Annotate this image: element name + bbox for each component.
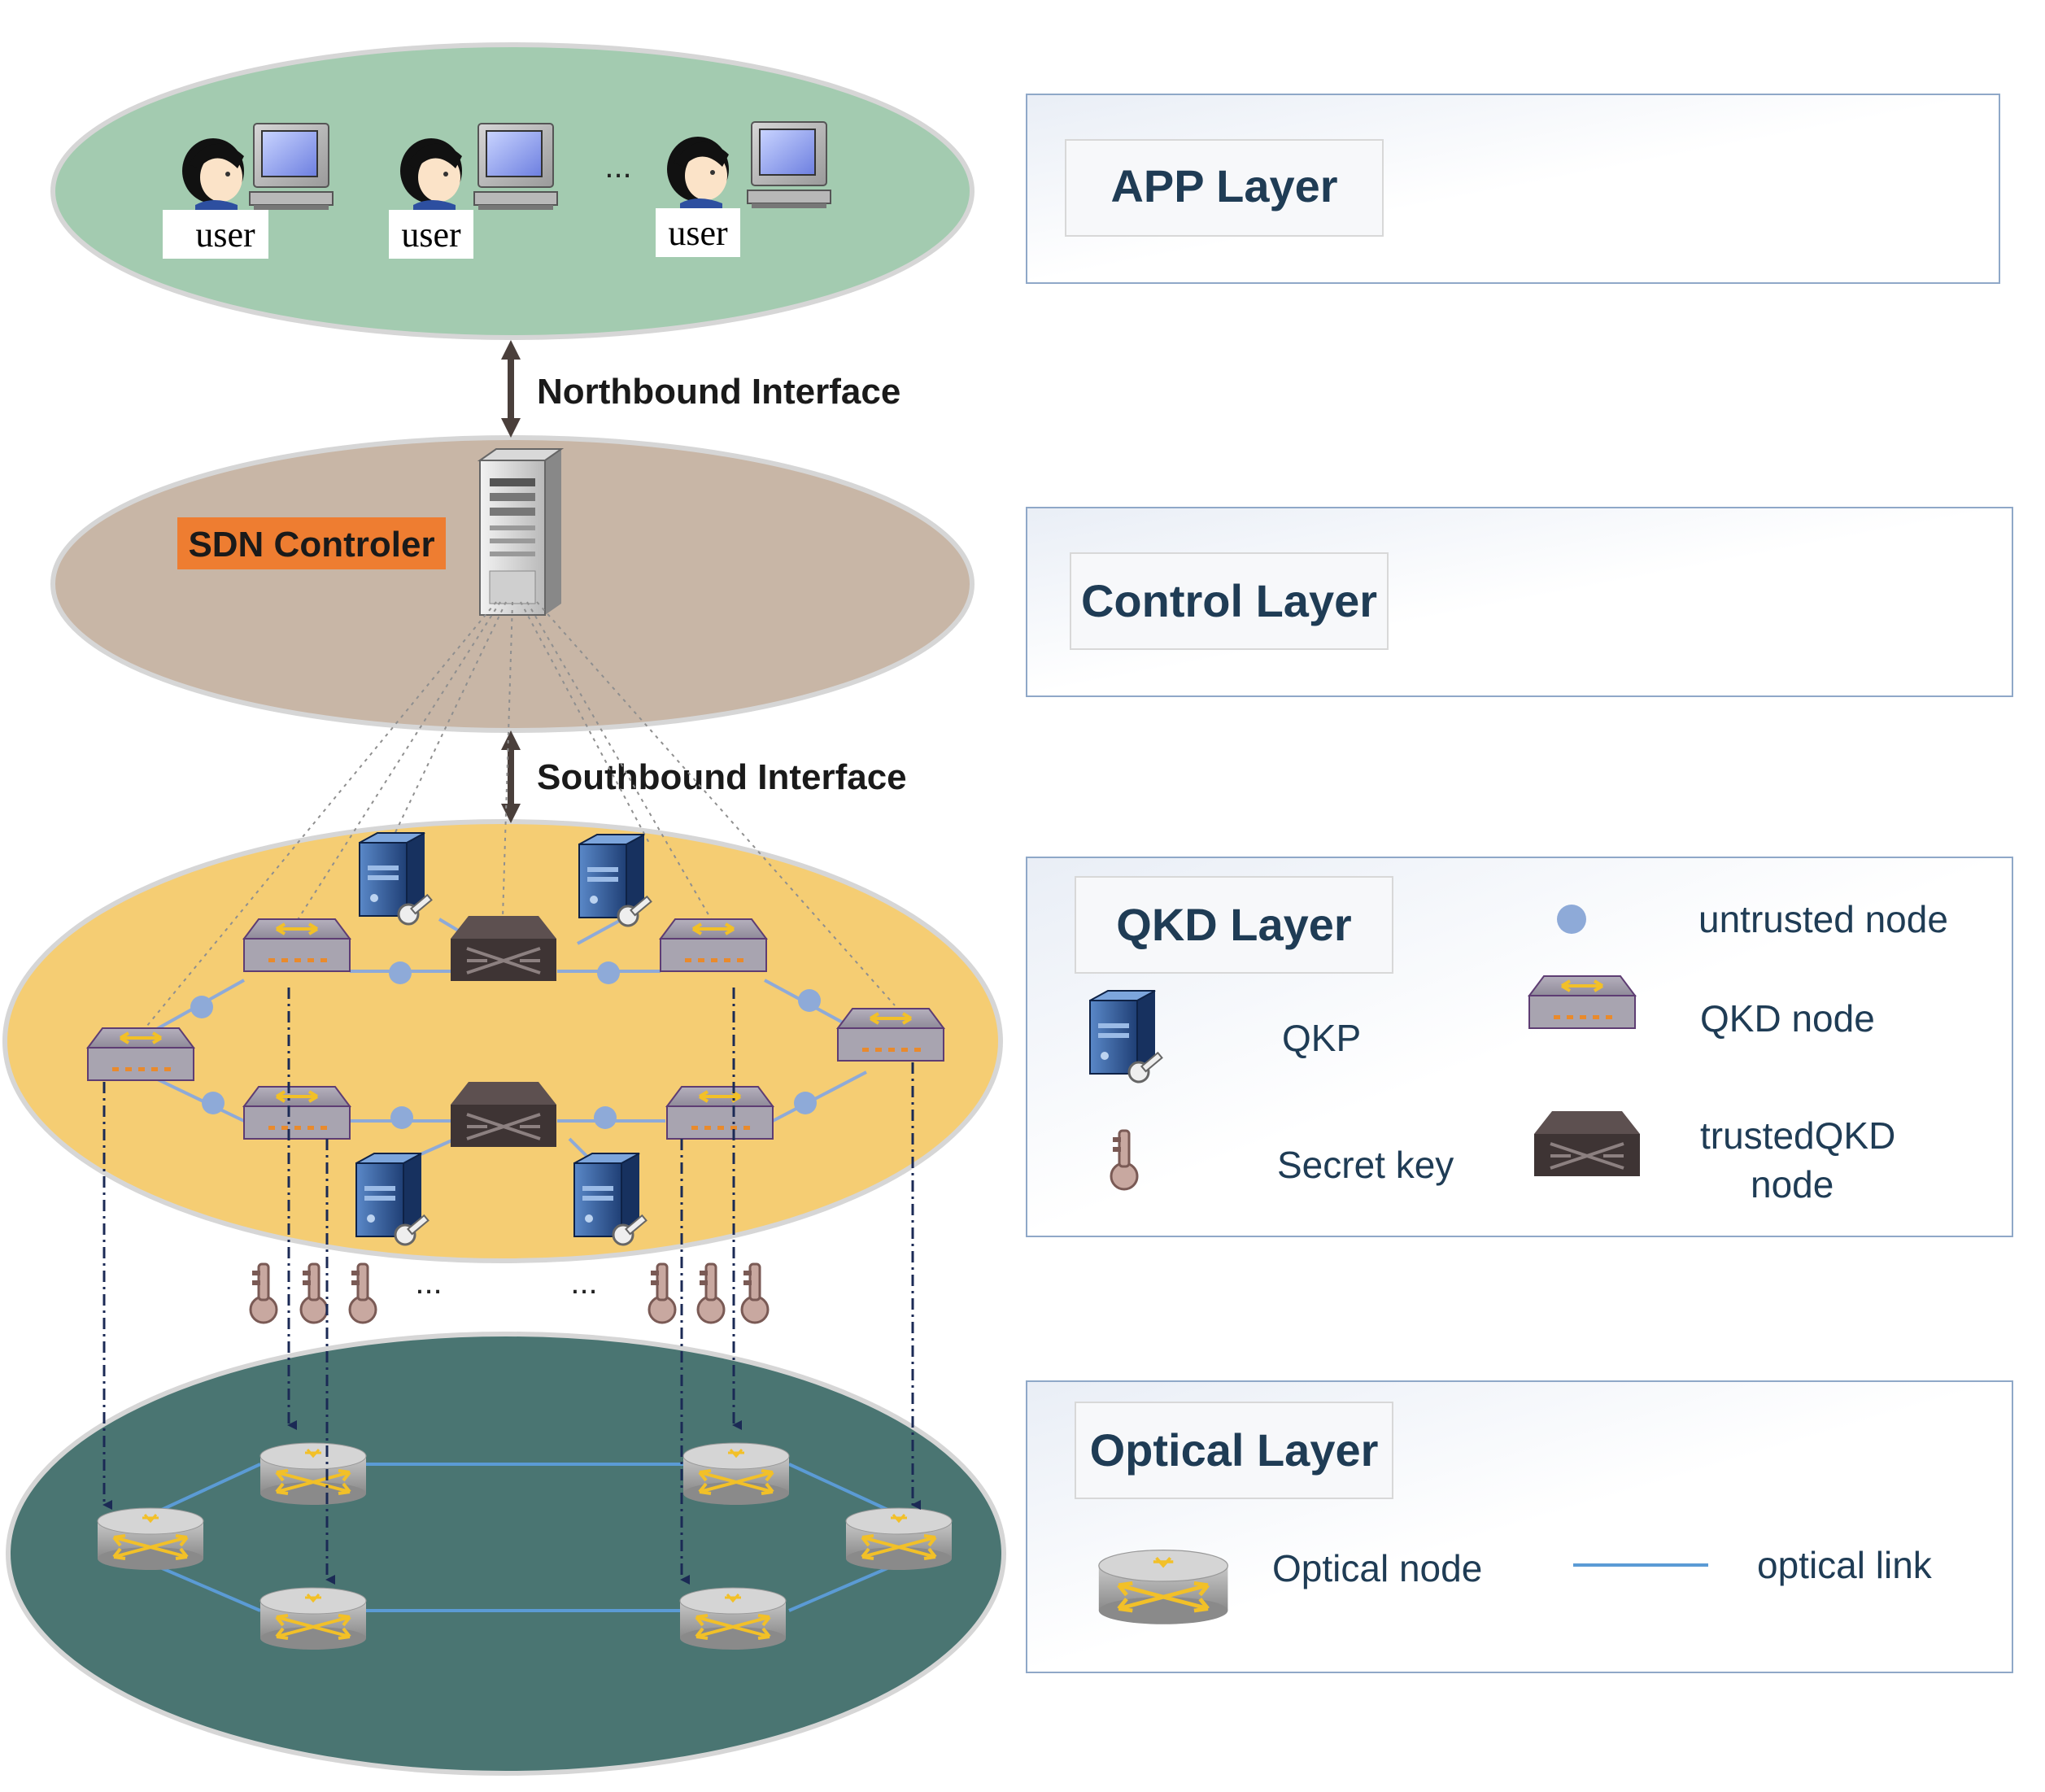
untrusted-node bbox=[798, 989, 821, 1012]
legend-untrusted-node-icon bbox=[1557, 905, 1586, 934]
computer-icon bbox=[473, 123, 558, 211]
optical-node-icon bbox=[259, 1441, 368, 1506]
untrusted-node bbox=[390, 1106, 413, 1129]
legend-trusted-qkd-icon bbox=[1533, 1110, 1642, 1178]
trusted-qkd-node-icon bbox=[449, 1080, 558, 1149]
user-label: user bbox=[668, 213, 728, 253]
legend-optical-node-icon bbox=[1099, 1550, 1228, 1624]
optical-node-icon bbox=[682, 1441, 791, 1506]
untrusted-node bbox=[597, 961, 620, 984]
legend-qkd-node-icon bbox=[1528, 974, 1637, 1030]
qkd-node-icon bbox=[836, 1007, 945, 1062]
optical-node-icon bbox=[678, 1586, 787, 1651]
sdn-controller-badge bbox=[177, 517, 446, 569]
user-group-3: user bbox=[656, 121, 831, 257]
app-layer-title-box bbox=[1065, 139, 1384, 237]
secret-key-icon bbox=[299, 1262, 329, 1324]
mapping-arrows bbox=[102, 988, 921, 1585]
keys-ellipsis-left: ... bbox=[415, 1265, 442, 1301]
qkd-node-icon bbox=[242, 1085, 351, 1140]
untrusted-node bbox=[794, 1092, 817, 1114]
server-tower-icon bbox=[477, 448, 565, 616]
computer-icon bbox=[747, 121, 831, 209]
user-label: user bbox=[401, 215, 461, 255]
northbound-label: Northbound Interface bbox=[537, 372, 900, 412]
secret-key-icon bbox=[348, 1262, 377, 1324]
untrusted-node bbox=[190, 996, 213, 1018]
user-group-2: user bbox=[389, 123, 558, 259]
untrusted-node bbox=[594, 1106, 617, 1129]
secret-key-icon bbox=[648, 1262, 677, 1324]
legend-qkd-node-label: QKD node bbox=[1700, 997, 1875, 1040]
control-layer-title: Control Layer bbox=[1081, 575, 1377, 626]
qkd-layer-title-box bbox=[1075, 876, 1393, 974]
user-label: user bbox=[195, 215, 255, 255]
untrusted-node bbox=[389, 961, 412, 984]
keys-ellipsis-right: ... bbox=[570, 1265, 597, 1301]
legend-optical-node-label: Optical node bbox=[1272, 1547, 1482, 1589]
legend-secret-key-label: Secret key bbox=[1277, 1144, 1454, 1186]
users-ellipsis: ... bbox=[604, 149, 631, 185]
user-group-1: user bbox=[163, 123, 334, 259]
untrusted-nodes bbox=[190, 961, 821, 1129]
trusted-qkd-node-icon bbox=[449, 914, 558, 983]
southbound-label: Southbound Interface bbox=[537, 757, 907, 797]
optical-node-icon bbox=[844, 1506, 953, 1572]
qkd-node-icon bbox=[86, 1027, 195, 1082]
legend-qkp-label: QKP bbox=[1282, 1017, 1361, 1059]
optical-node-icon bbox=[259, 1586, 368, 1651]
secret-key-icon bbox=[740, 1262, 770, 1324]
secret-key-icon bbox=[249, 1262, 278, 1324]
untrusted-node bbox=[202, 1092, 225, 1114]
optical-links bbox=[154, 1463, 896, 1612]
legend-trusted-qkd-label-line2: node bbox=[1751, 1163, 1834, 1206]
optical-node-icon bbox=[96, 1506, 205, 1572]
optical-layer-title-box bbox=[1075, 1402, 1393, 1499]
sdn-controller-label: SDN Controler bbox=[188, 525, 434, 565]
qkd-node-icon bbox=[242, 918, 351, 973]
qkd-node-icon bbox=[665, 1085, 774, 1140]
control-layer-title-box bbox=[1070, 552, 1389, 650]
secret-key-icon bbox=[696, 1262, 726, 1324]
legend-optical-link-label: optical link bbox=[1757, 1544, 1933, 1586]
computer-icon bbox=[249, 123, 334, 211]
legend-untrusted-node-label: untrusted node bbox=[1698, 898, 1948, 940]
legend-trusted-qkd-label-line1: trustedQKD bbox=[1700, 1114, 1895, 1157]
app-layer-title: APP Layer bbox=[1110, 160, 1337, 211]
qkd-layer-title: QKD Layer bbox=[1116, 899, 1351, 950]
controller-links bbox=[146, 601, 896, 1027]
optical-layer-title: Optical Layer bbox=[1090, 1424, 1379, 1476]
qkd-node-icon bbox=[659, 918, 768, 973]
